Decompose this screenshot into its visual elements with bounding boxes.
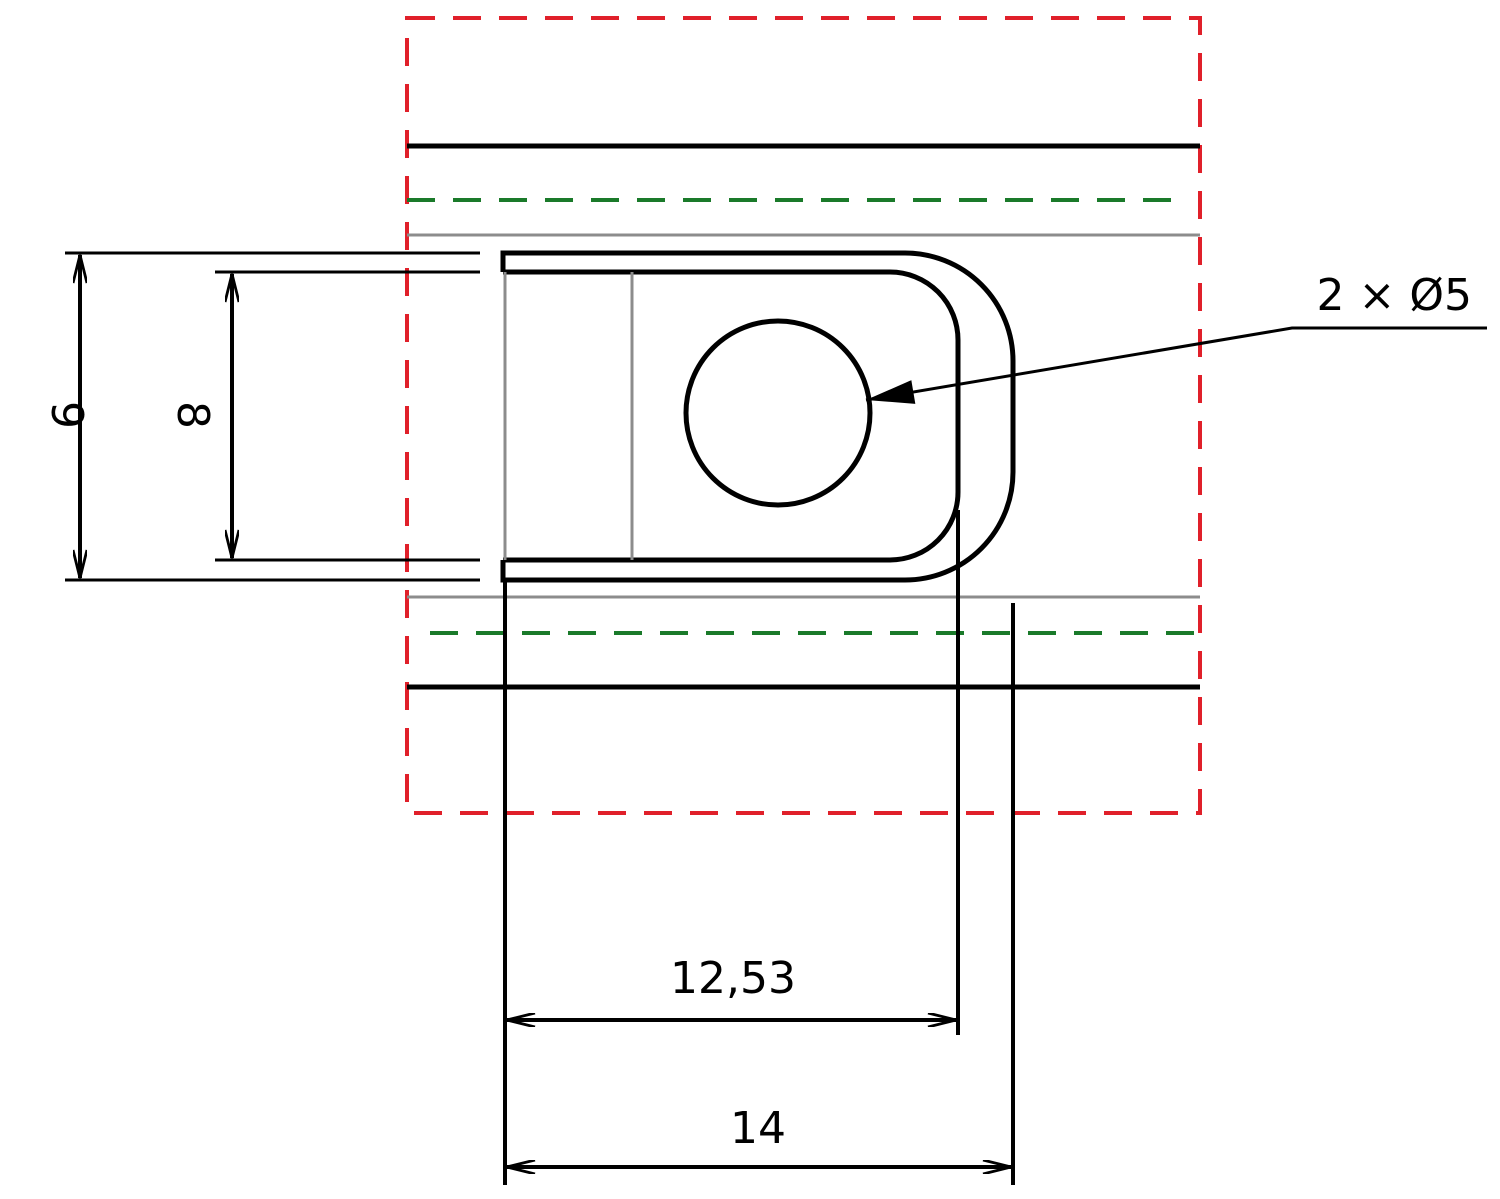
dim-label-9: 9 bbox=[41, 401, 92, 429]
boundary-rectangle bbox=[405, 16, 1202, 815]
mounting-hole bbox=[683, 318, 873, 508]
dim-label-14: 14 bbox=[730, 1103, 786, 1154]
hole-callout-label: 2 × Ø5 bbox=[1317, 270, 1472, 321]
clip-outer-profile bbox=[500, 250, 1016, 583]
hole-leader-line bbox=[865, 326, 1487, 404]
dim-label-12-53: 12,53 bbox=[670, 953, 796, 1004]
dim-label-8: 8 bbox=[167, 401, 218, 429]
clip-inner-profile bbox=[503, 269, 961, 563]
